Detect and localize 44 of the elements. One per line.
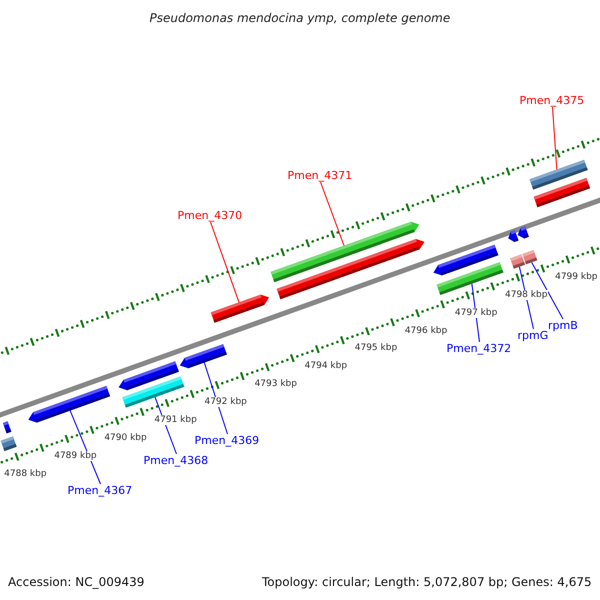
- title: Pseudomonas mendocina ymp, complete genome: [150, 11, 450, 25]
- leader-line: [320, 182, 345, 246]
- leader-line: [518, 266, 534, 330]
- gene-label: Pmen_4369: [194, 434, 260, 446]
- gene-bar: [0, 436, 17, 452]
- leader-line: [552, 106, 558, 170]
- gene-bar: [210, 294, 270, 323]
- scale-label: 4799 kbp: [554, 272, 598, 282]
- gene-label: rpmG: [518, 328, 548, 342]
- gene-bar: [508, 230, 518, 242]
- gene-bar: [510, 254, 526, 269]
- scale-label: 4794 kbp: [304, 361, 348, 372]
- scale-label: 4798 kbp: [504, 290, 548, 300]
- gene-bar: [522, 250, 538, 264]
- gene-label: Pmen_4368: [144, 454, 208, 466]
- scale-label: 4790 kbp: [103, 433, 148, 444]
- scale-label: 4788 kbp: [3, 468, 48, 479]
- gene-label: rpmB: [548, 318, 578, 332]
- scale-label: 4791 kbp: [153, 415, 198, 426]
- gene-label: Pmen_4371: [288, 168, 352, 182]
- gene-bar: [433, 244, 498, 276]
- leader-line: [70, 410, 101, 484]
- scale-label: 4797 kbp: [454, 308, 498, 318]
- gene-bar: [270, 222, 420, 282]
- footer-text: Topology: circular; Length: 5,072,807 bp; Genes: 4,675: [262, 575, 592, 589]
- leader-line: [204, 362, 228, 434]
- scale-label: 4789 kbp: [53, 451, 98, 462]
- gene-bar: [2, 421, 12, 434]
- scale-label: 4795 kbp: [354, 343, 398, 354]
- footer-text: Accession: NC_009439: [8, 575, 144, 589]
- gene-bar: [518, 226, 529, 238]
- gene-bar: [180, 344, 227, 368]
- gene-bar: [530, 160, 588, 190]
- gene-label: Pmen_4367: [68, 484, 132, 496]
- scale-label: 4793 kbp: [254, 379, 298, 390]
- scale-label: 4792 kbp: [203, 397, 248, 408]
- gene-label: Pmen_4375: [520, 94, 584, 106]
- gene-bar: [28, 386, 110, 423]
- leader-line: [210, 222, 240, 303]
- gene-label: Pmen_4370: [178, 208, 242, 222]
- gene-label: Pmen_4372: [446, 342, 512, 354]
- leader-line: [531, 262, 564, 320]
- gene-bar: [122, 376, 184, 408]
- scale-label: 4796 kbp: [404, 326, 448, 336]
